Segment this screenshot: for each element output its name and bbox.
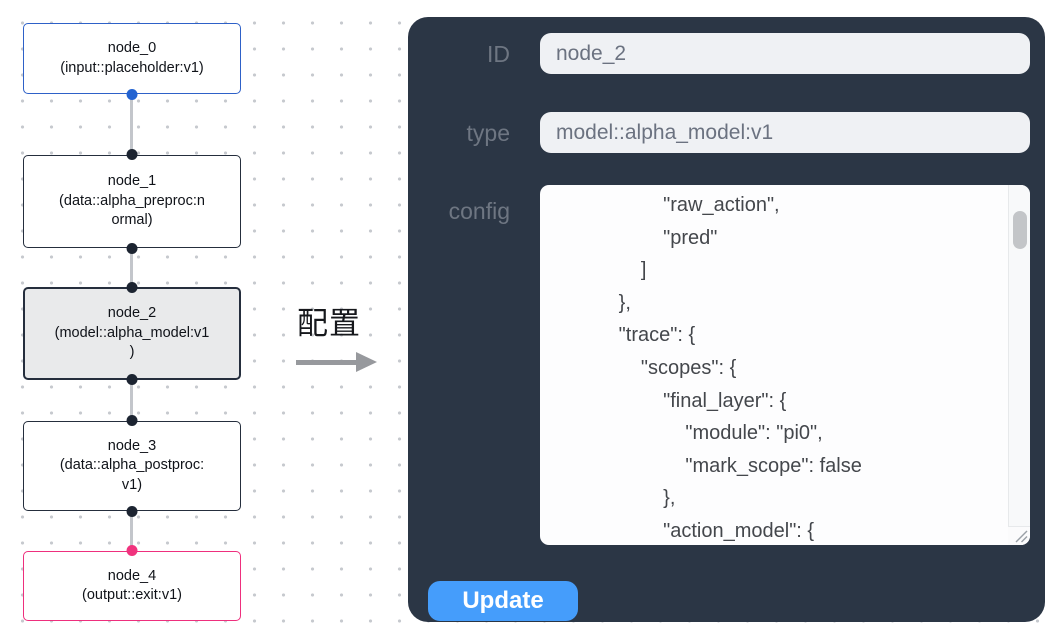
node-node_1[interactable]: node_1 (data::alpha_preproc:n ormal) xyxy=(23,149,241,254)
input-port-icon[interactable] xyxy=(126,149,138,160)
output-port-icon[interactable] xyxy=(126,89,138,100)
id-field-label: ID xyxy=(487,41,510,67)
type-field-label: type xyxy=(466,120,510,146)
update-button[interactable]: Update xyxy=(428,581,578,621)
output-port-icon[interactable] xyxy=(126,243,138,254)
node-canvas: node_0 (input::placeholder:v1) node_1 (d… xyxy=(0,0,265,643)
config-field-label: config xyxy=(448,198,510,224)
node-label: node_3 (data::alpha_postproc: v1) xyxy=(59,437,205,493)
scrollbar-thumb[interactable] xyxy=(1012,211,1027,249)
input-port-icon[interactable] xyxy=(126,415,138,426)
node-label: node_2 (model::alpha_model:v1 ) xyxy=(54,305,210,361)
input-port-icon[interactable] xyxy=(126,545,138,556)
node-node_0[interactable]: node_0 (input::placeholder:v1) xyxy=(23,23,241,100)
node-node_2-selected[interactable]: node_2 (model::alpha_model:v1 ) xyxy=(23,282,241,385)
right-arrow-icon xyxy=(291,352,391,372)
scrollbar-track[interactable] xyxy=(1008,185,1030,545)
id-input[interactable] xyxy=(540,33,1030,74)
input-port-icon[interactable] xyxy=(126,282,138,293)
node-node_4[interactable]: node_4 (output::exit:v1) xyxy=(23,545,241,621)
node-label: node_0 (input::placeholder:v1) xyxy=(60,40,204,76)
config-json-text[interactable]: "raw_action", "pred" ] }, "trace": { "sc… xyxy=(618,194,862,542)
type-input[interactable] xyxy=(540,112,1030,153)
configure-label: 配置 xyxy=(297,306,361,341)
node-label: node_4 (output::exit:v1) xyxy=(82,567,182,604)
node-label: node_1 (data::alpha_preproc:n ormal) xyxy=(59,173,205,229)
node-config-panel: ID type config "raw_action", "pred" ] },… xyxy=(408,17,1045,622)
output-port-icon[interactable] xyxy=(126,506,138,517)
output-port-icon[interactable] xyxy=(126,374,138,385)
configure-annotation: 配置 xyxy=(291,298,391,372)
resize-handle-icon[interactable] xyxy=(1008,526,1030,545)
node-node_3[interactable]: node_3 (data::alpha_postproc: v1) xyxy=(23,415,241,517)
config-textarea[interactable]: "raw_action", "pred" ] }, "trace": { "sc… xyxy=(540,185,1030,545)
